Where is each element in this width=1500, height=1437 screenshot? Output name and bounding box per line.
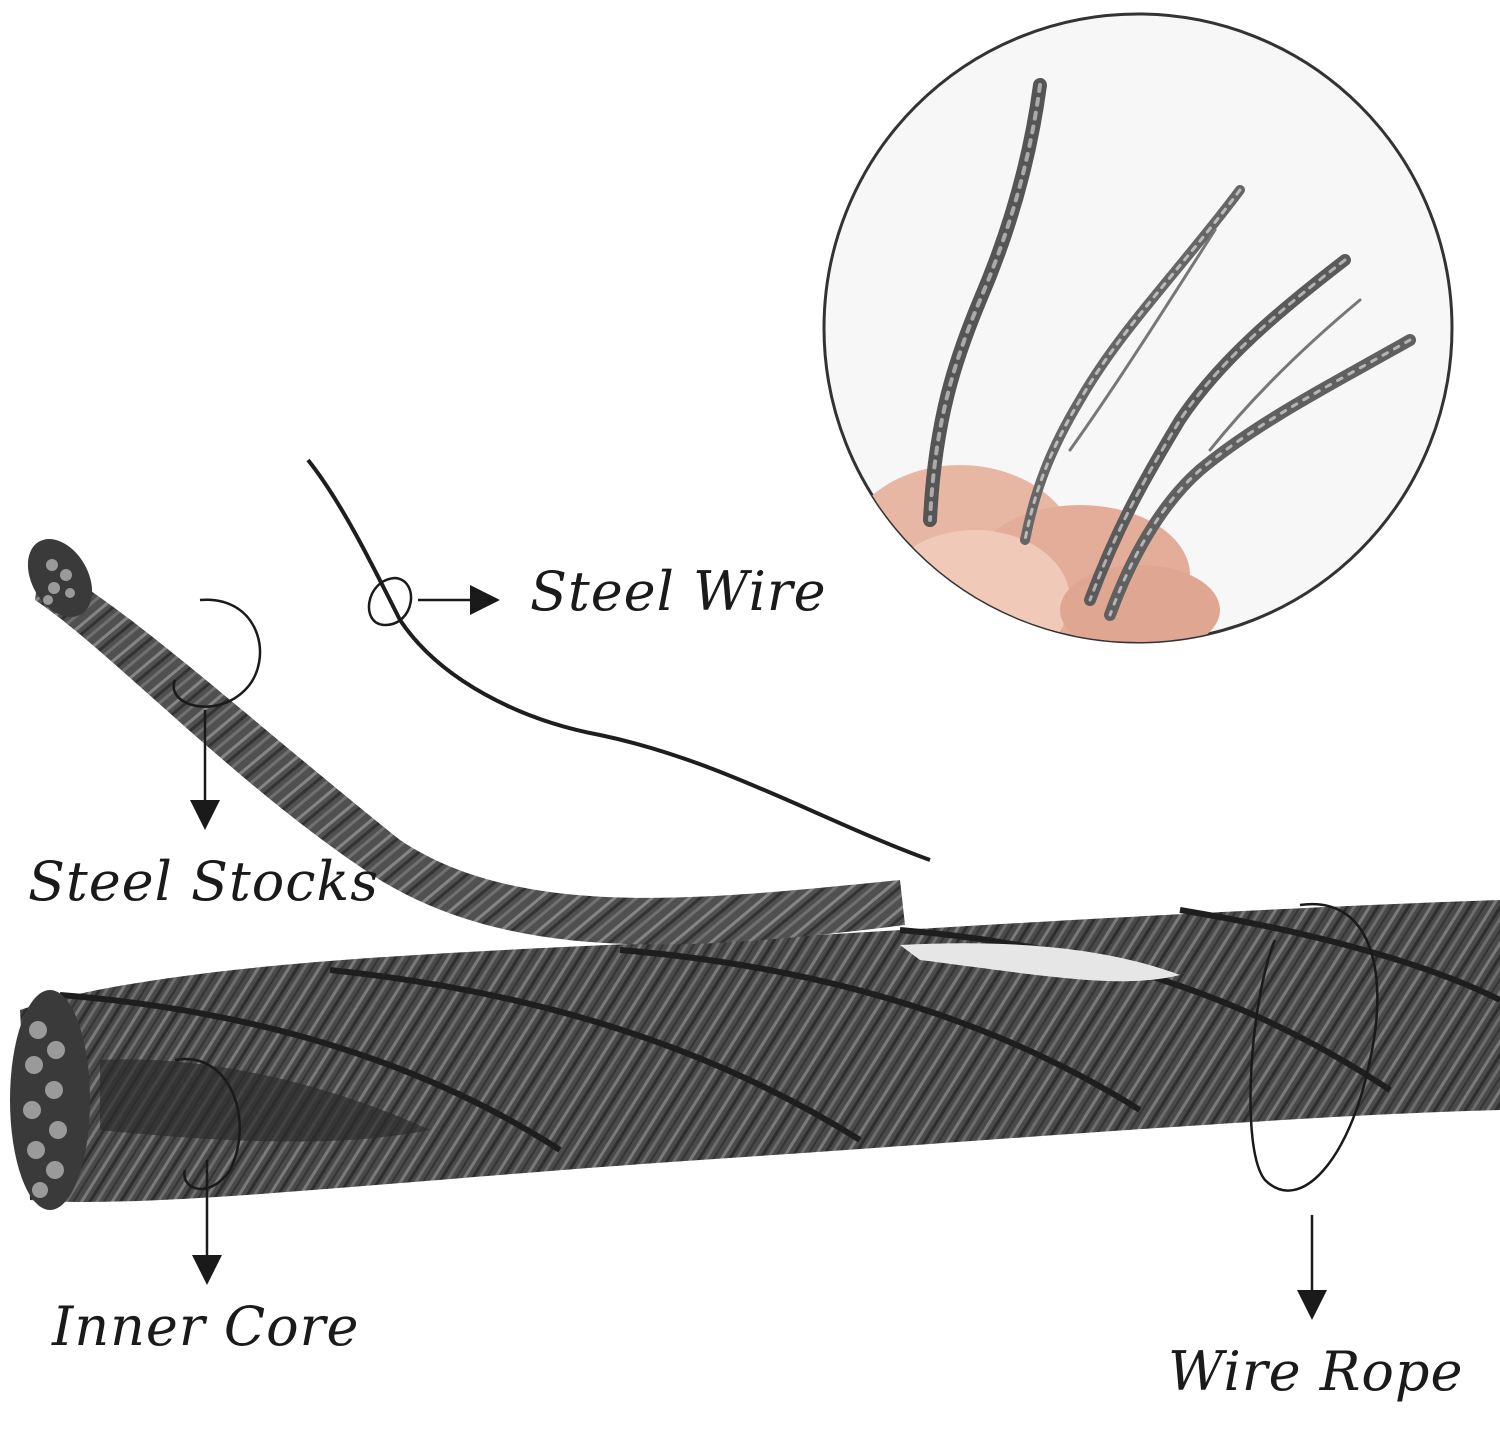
single-steel-wire [306,458,931,862]
steel-wire-annotation [367,576,500,627]
wire-rope-label: Wire Rope [1168,1340,1464,1403]
wire-rope-annotation [1249,902,1379,1320]
inset-magnified-strands [822,12,1454,644]
inner-core-label: Inner Core [52,1295,360,1358]
steel-stocks-label: Steel Stocks [28,850,379,913]
main-wire-rope [10,900,1500,1210]
steel-stocks-annotation [172,598,262,830]
inner-core-annotation [174,1057,241,1285]
steel-wire-label: Steel Wire [530,560,827,623]
peeled-strand [27,539,905,945]
